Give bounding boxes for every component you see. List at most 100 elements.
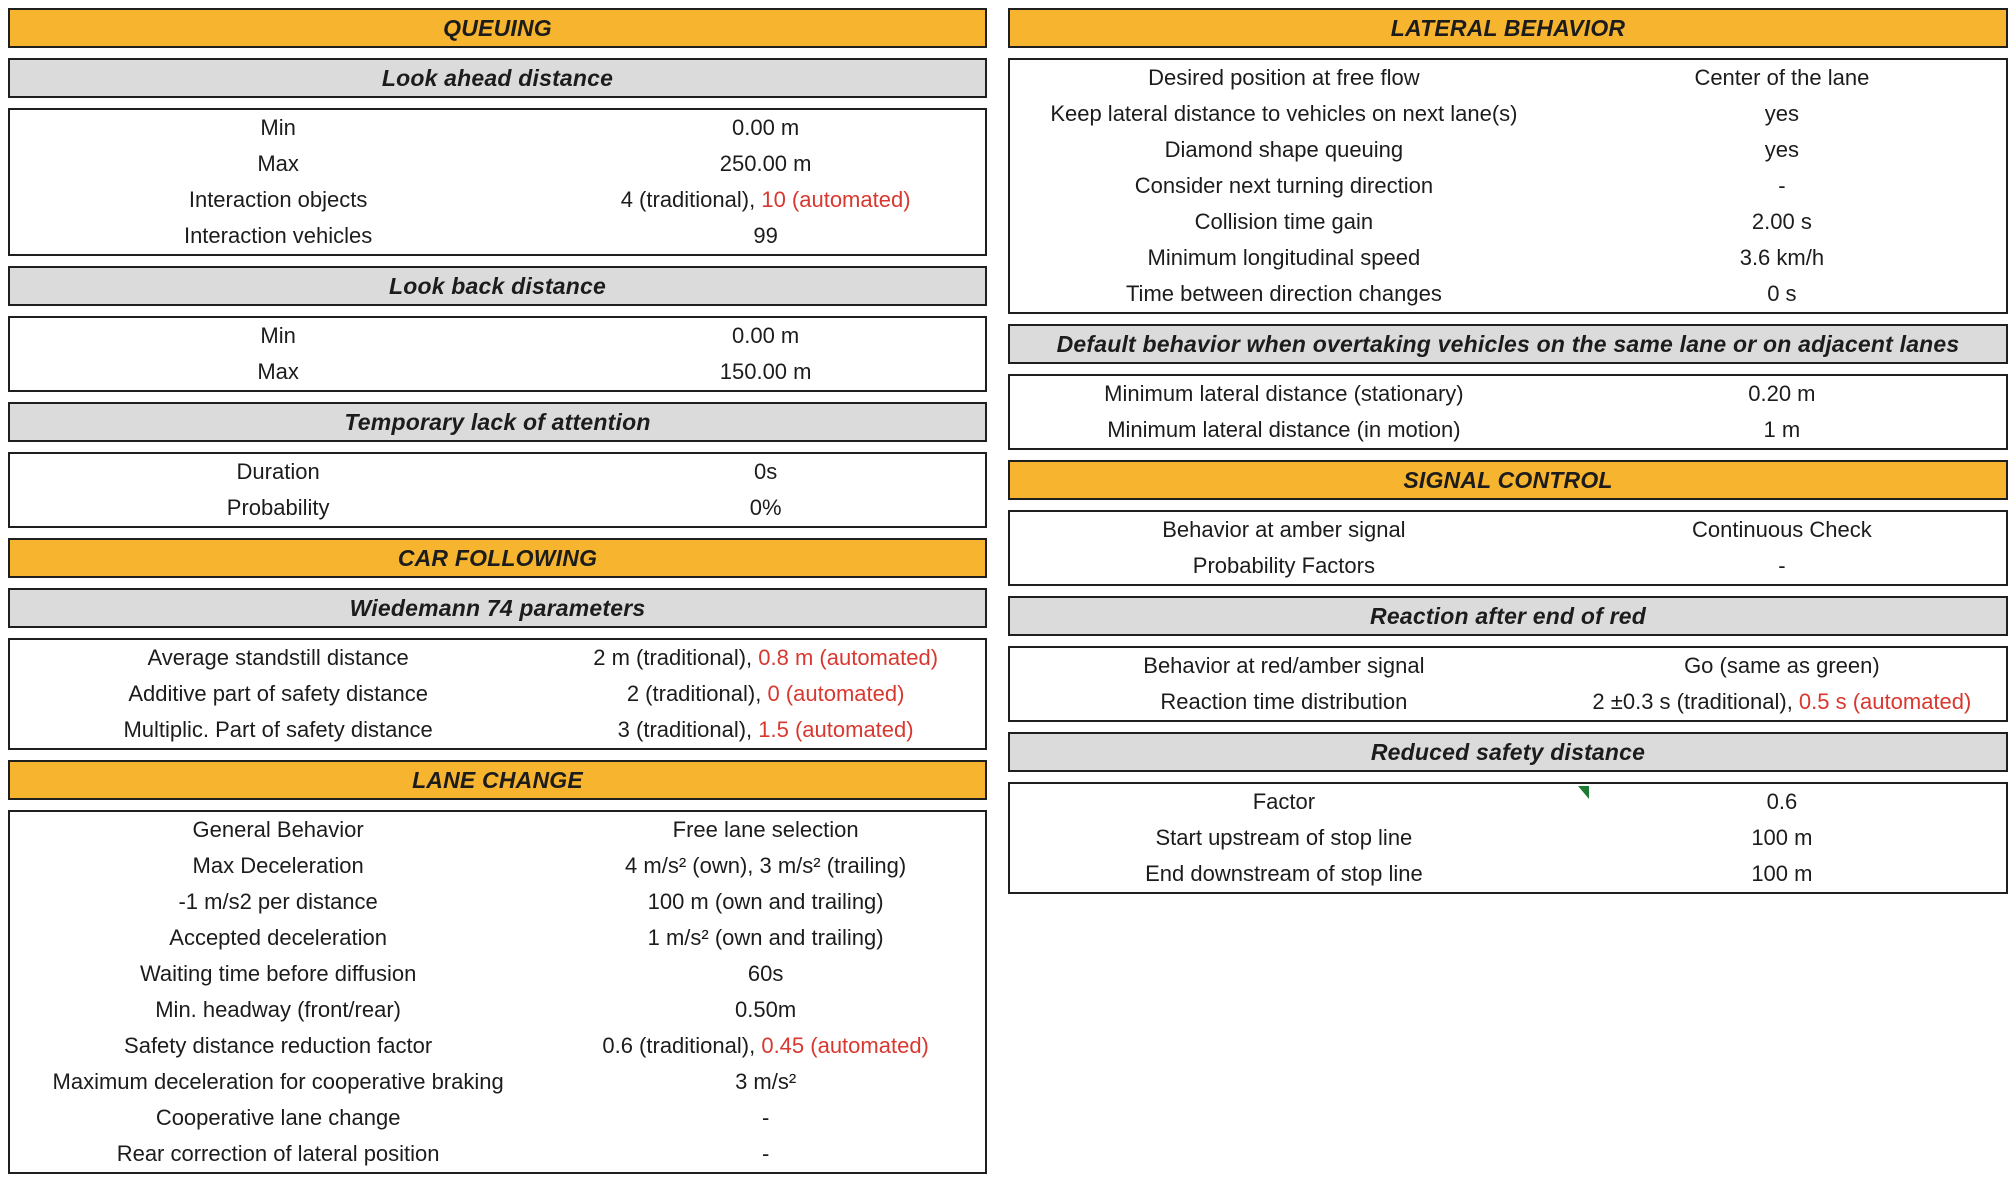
param-label: Minimum lateral distance (stationary) (1104, 380, 1464, 406)
value-segment: Free lane selection (672, 816, 859, 842)
param-row-additive-part-of-safety-distance: Additive part of safety distance 2 (tradi… (10, 676, 985, 712)
param-value: 2.00 s (1558, 208, 2006, 234)
section-header-car-following: CAR FOLLOWING (8, 538, 987, 578)
param-label: Waiting time before diffusion (139, 960, 417, 986)
value-segment: Center of the lane (1694, 64, 1870, 90)
value-segment: 0 s (1767, 280, 1797, 306)
param-value: 0% (546, 494, 985, 520)
value-segment: yes (1764, 100, 1800, 126)
value-segment-automated-red: 0.5 s (automated) (1798, 688, 1972, 714)
param-value: 3 (traditional), 1.5 (automated) (546, 717, 985, 742)
param-value: - (1558, 172, 2006, 198)
param-label: Additive part of safety distance (128, 680, 428, 706)
param-value: Free lane selection (546, 816, 985, 842)
param-value: 4 (traditional), 10 (automated) (546, 186, 985, 212)
value-segment: 2.00 s (1751, 208, 1812, 234)
param-row-general-behavior: General Behavior Free lane selection (10, 812, 985, 848)
param-label: Accepted deceleration (169, 924, 387, 950)
param-label: Probability (226, 494, 330, 520)
param-value: 100 m (1558, 825, 2006, 850)
section-header-queuing: QUEUING (8, 8, 987, 48)
param-label: Max (257, 150, 299, 176)
value-segment-automated-red: 10 (automated) (761, 186, 911, 212)
subsection-header-reduced-safety-distance: Reduced safety distance (1008, 732, 2008, 772)
param-row-consider-next-turning-direction: Consider next turning direction- (1010, 168, 2006, 204)
value-segment-automated-red: 0.45 (automated) (761, 1032, 929, 1058)
subsection-header-temporary-lack-of-attention: Temporary lack of attention (8, 402, 987, 442)
param-value: - (1558, 553, 2006, 578)
param-label: Minimum longitudinal speed (1147, 244, 1421, 270)
param-label: Minimum lateral distance (in motion) (1107, 416, 1461, 442)
value-segment: 250.00 m (719, 150, 812, 176)
param-value: yes (1558, 100, 2006, 126)
param-value: 60s (546, 961, 985, 986)
value-segment: 100 m (own and trailing) (647, 888, 884, 914)
value-segment: 0s (754, 458, 778, 484)
param-row-probability: Probability 0% (10, 490, 985, 526)
param-row-minimum-lateral-distance-in-motion: Minimum lateral distance (in motion) 1 m (1010, 412, 2006, 448)
param-row-min-headway-front-rear: Min. headway (front/rear)0.50m (10, 992, 985, 1028)
value-segment: 0.6 (1766, 788, 1798, 814)
param-label: Cooperative lane change (155, 1104, 401, 1130)
value-segment: - (1778, 172, 1786, 198)
value-segment: 2 (traditional), (626, 680, 768, 706)
value-segment: 0.20 m (1748, 380, 1816, 406)
value-segment: 2 m (traditional), (593, 644, 759, 670)
param-value: 1 m (1558, 417, 2006, 442)
param-row-cooperative-lane-change: Cooperative lane change - (10, 1100, 985, 1136)
param-row-maximum-deceleration-for-cooperative-bra: Maximum deceleration for cooperative bra… (10, 1064, 985, 1100)
value-segment: 0.00 m (731, 114, 800, 140)
param-value: 0.00 m (546, 323, 985, 348)
param-row-end-downstream-of-stop-line: End downstream of stop line 100 m (1010, 856, 2006, 892)
value-segment: 150.00 m (719, 358, 812, 384)
right-column: LATERAL BEHAVIOR Desired position at free… (1008, 8, 2008, 904)
param-value: - (546, 1105, 985, 1130)
param-label: Maximum deceleration for cooperative bra… (52, 1068, 504, 1094)
param-label: Multiplic. Part of safety distance (123, 716, 433, 742)
param-value: 3 m/s² (546, 1069, 985, 1094)
param-table: Minimum lateral distance (stationary) 0.2… (1008, 374, 2008, 450)
param-row-average-standstill-distance: Average standstill distance 2 m (traditio… (10, 640, 985, 676)
param-value: 3.6 km/h (1558, 245, 2006, 270)
param-value: 2 m (traditional), 0.8 m (automated) (546, 644, 985, 670)
param-row-max: Max 250.00 m (10, 146, 985, 182)
param-label: Reaction time distribution (1160, 688, 1408, 714)
value-segment: 99 (753, 222, 778, 248)
value-segment-automated-red: 0.8 m (automated) (758, 644, 939, 670)
param-row-minimum-lateral-distance-stationary: Minimum lateral distance (stationary) 0.2… (1010, 376, 2006, 412)
section-header-signal-control: SIGNAL CONTROL (1008, 460, 2008, 500)
param-value: 2 (traditional), 0 (automated) (546, 680, 985, 706)
param-label: Min (260, 114, 296, 140)
param-value: 100 m (1558, 861, 2006, 886)
value-segment: 0.6 (traditional), (602, 1032, 762, 1058)
param-label: Desired position at free flow (1148, 64, 1420, 90)
param-value: 0 s (1558, 280, 2006, 306)
param-value: 100 m (own and trailing) (546, 888, 985, 914)
param-label: End downstream of stop line (1145, 860, 1423, 886)
param-value: 1 m/s² (own and trailing) (546, 925, 985, 950)
param-label: Behavior at amber signal (1162, 516, 1406, 542)
param-row-keep-lateral-distance-to-vehicles-on-nex: Keep lateral distance to vehicles on nex… (1010, 96, 2006, 132)
param-value: 2 ±0.3 s (traditional), 0.5 s (automated… (1558, 688, 2006, 714)
value-segment: 0% (749, 494, 782, 520)
param-label: General Behavior (192, 816, 364, 842)
param-value: Center of the lane (1558, 64, 2006, 90)
param-value: 150.00 m (546, 358, 985, 384)
param-label: Average standstill distance (147, 644, 409, 670)
section-header-lateral-behavior: LATERAL BEHAVIOR (1008, 8, 2008, 48)
param-label: -1 m/s2 per distance (178, 888, 378, 914)
param-row-multiplic-part-of-safety-distance: Multiplic. Part of safety distance 3 (tra… (10, 712, 985, 748)
value-segment: 0.50m (735, 996, 797, 1022)
